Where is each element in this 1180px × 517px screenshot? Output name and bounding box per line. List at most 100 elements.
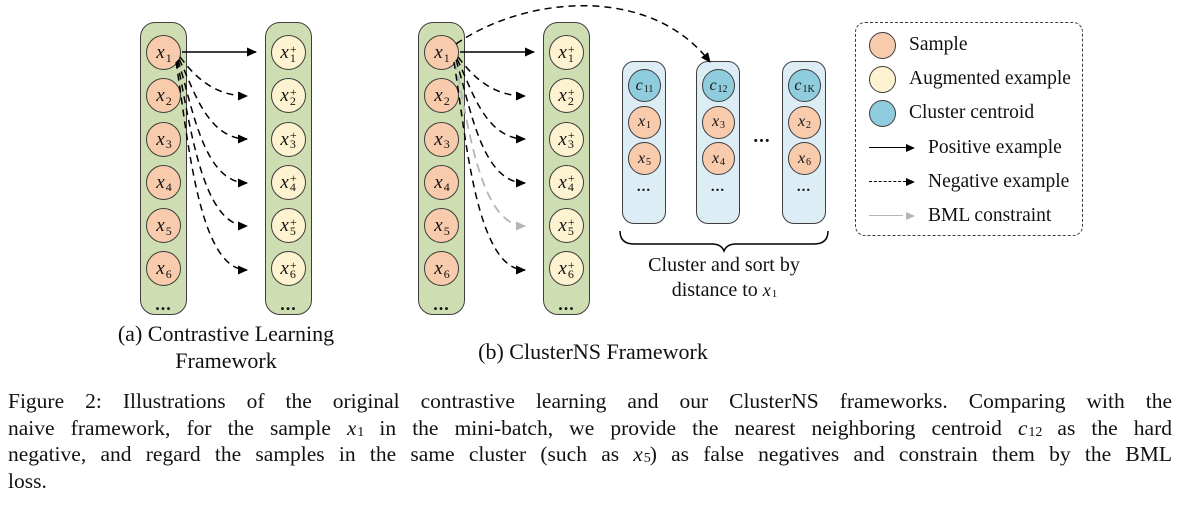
bml-arrow-icon — [869, 211, 915, 220]
ellipsis: ... — [433, 293, 450, 314]
legend-label: Negative example — [928, 170, 1070, 192]
math-label: x+1 — [558, 41, 575, 65]
legend-item-augmented: Augmented example — [869, 62, 1076, 96]
math-label: x+5 — [558, 214, 575, 238]
augmented-node-x4+: x+4 — [271, 164, 306, 200]
legend-item-negative: Negative example — [869, 165, 1076, 199]
math-label: x+3 — [558, 128, 575, 152]
cluster-underbrace — [619, 230, 829, 254]
caption-line: negative, and regard the samples in the … — [8, 442, 1172, 466]
legend-label: BML constraint — [928, 204, 1052, 226]
subcaption-a: (a) Contrastive Learning Framework — [76, 320, 376, 374]
sample-circle-icon — [869, 31, 896, 59]
negative-arrow-b-x4 — [455, 59, 526, 188]
ellipsis: ... — [280, 293, 297, 314]
math-label: x+2 — [280, 84, 297, 108]
ellipsis: ... — [796, 178, 812, 195]
augmented-node-x6+: x+6 — [549, 251, 584, 287]
ellipsis: ... — [155, 293, 172, 314]
bml-arrow-b-x5 — [454, 60, 526, 231]
augmented-node-x3+: x+3 — [271, 121, 306, 157]
subcaption-a-line2: Framework — [175, 348, 277, 373]
caption-line: Figure 2: Illustrations of the original … — [8, 389, 1172, 413]
math-label: x+4 — [558, 171, 575, 195]
math-label: x+6 — [280, 257, 297, 281]
positive-arrow-icon — [869, 143, 915, 152]
legend-item-sample: Sample — [869, 28, 1076, 62]
negative-arrow-a-x5 — [176, 60, 248, 231]
negative-arrow-b-x2 — [457, 56, 526, 101]
augmented-node-x3+: x+3 — [549, 121, 584, 157]
figure-caption: Figure 2: Illustrations of the original … — [8, 388, 1172, 494]
augmented-column-a: x+1 x+2 x+3 x+4 x+5 x+6... — [265, 22, 312, 315]
negative-arrow-a-x3 — [178, 58, 248, 144]
augmented-node-x1+: x+1 — [271, 35, 306, 70]
math-label: x+1 — [280, 41, 297, 65]
math-label: x+6 — [558, 257, 575, 281]
augmented-node-x6+: x+6 — [271, 251, 306, 287]
caption-line: loss. — [8, 468, 47, 493]
negative-arrow-icon — [869, 177, 915, 186]
negative-arrow-a-x2 — [179, 56, 248, 101]
legend-item-centroid: Cluster centroid — [869, 96, 1076, 130]
math-label: x+2 — [558, 84, 575, 108]
legend-label: Cluster centroid — [909, 102, 1035, 124]
legend-item-positive: Positive example — [869, 131, 1076, 165]
legend-item-bml: BML constraint — [869, 199, 1076, 233]
math-label: x+5 — [280, 214, 297, 238]
cluster-note-line1: Cluster and sort by — [648, 254, 800, 276]
math-label: x+4 — [280, 171, 297, 195]
augmented-node-x5+: x+5 — [271, 208, 306, 244]
augmented-node-x2+: x+2 — [271, 78, 306, 114]
cluster-ellipsis: ... — [753, 126, 771, 147]
